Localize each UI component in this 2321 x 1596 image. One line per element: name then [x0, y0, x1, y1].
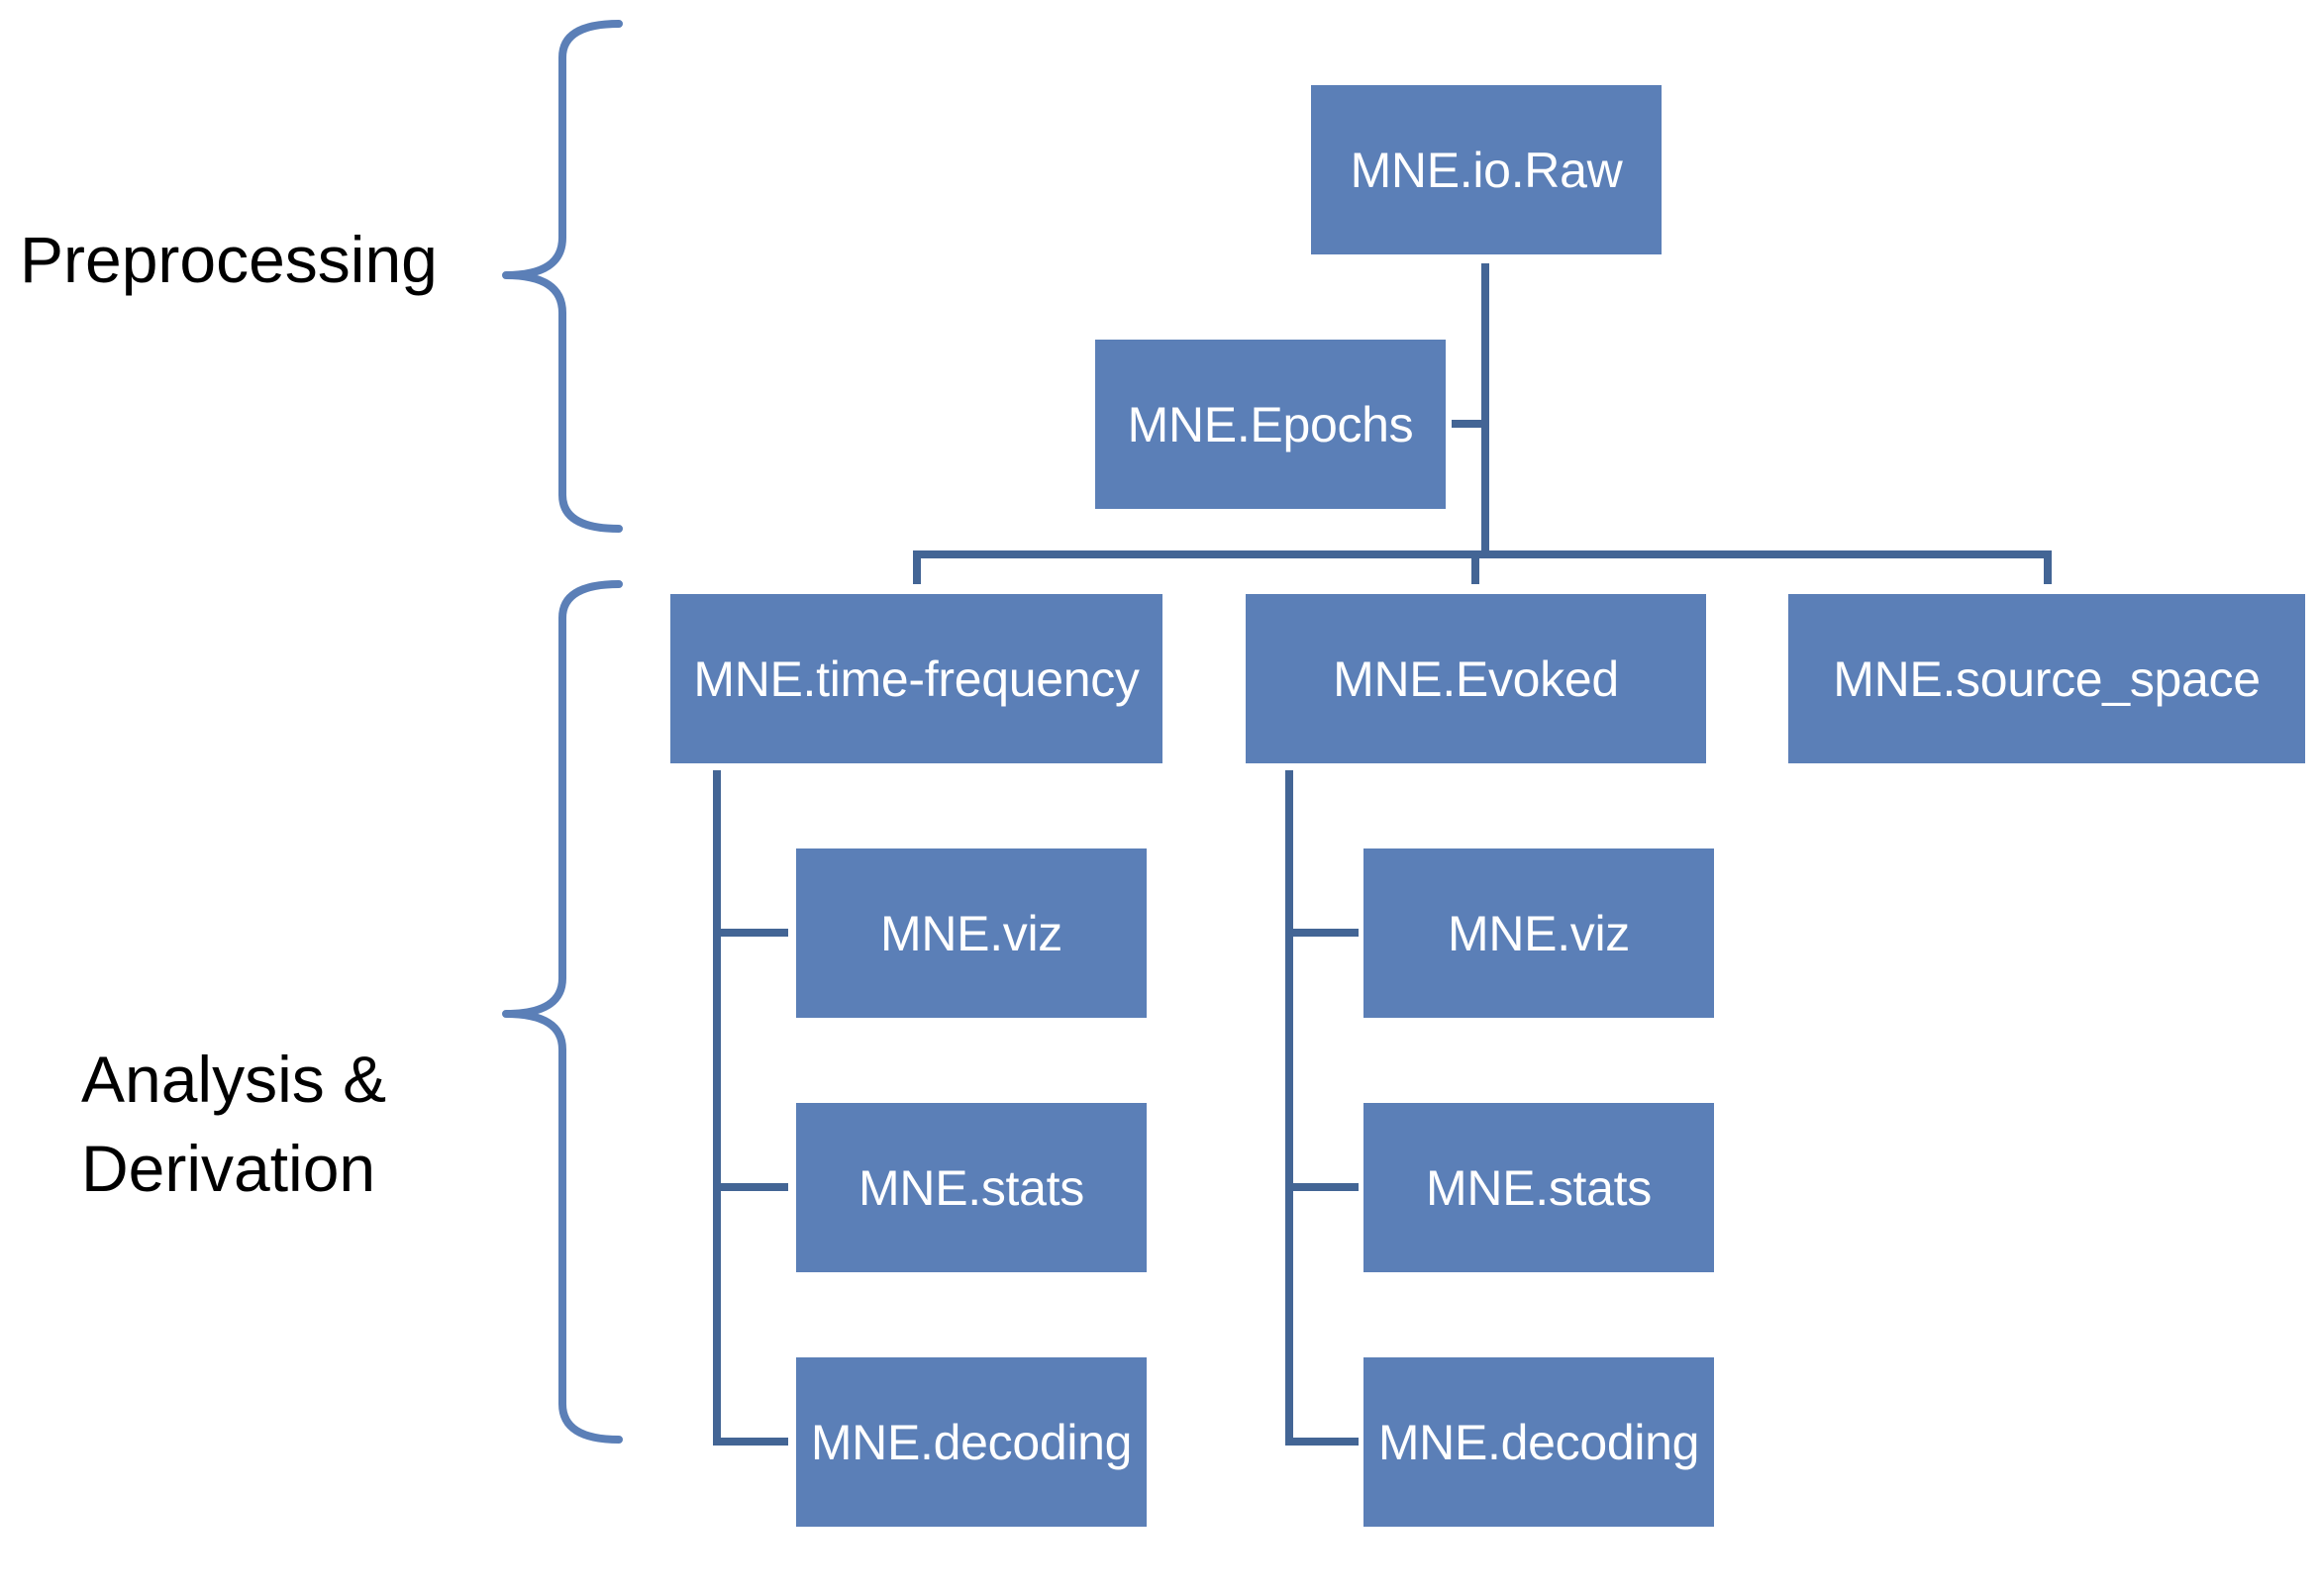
source-space-node: MNE.source_space — [1788, 594, 2305, 763]
evoked-node: MNE.Evoked — [1246, 594, 1706, 763]
evoked-stats-node: MNE.stats — [1363, 1103, 1714, 1272]
time-frequency-decoding-node: MNE.decoding — [796, 1357, 1147, 1527]
branch-bar-connector — [913, 550, 2052, 584]
time-frequency-children-connector — [713, 770, 788, 1446]
analysis-brace — [502, 580, 623, 1444]
time-frequency-node: MNE.time-frequency — [670, 594, 1162, 763]
epochs-node: MNE.Epochs — [1095, 340, 1446, 509]
raw-node: MNE.io.Raw — [1311, 85, 1662, 254]
evoked-children-connector — [1285, 770, 1359, 1446]
preprocessing-brace — [502, 20, 623, 533]
preprocessing-label: Preprocessing — [20, 223, 438, 296]
time-frequency-viz-node: MNE.viz — [796, 848, 1147, 1018]
evoked-viz-node: MNE.viz — [1363, 848, 1714, 1018]
analysis-derivation-label: Analysis & Derivation — [81, 1043, 387, 1205]
evoked-decoding-node: MNE.decoding — [1363, 1357, 1714, 1527]
time-frequency-stats-node: MNE.stats — [796, 1103, 1147, 1272]
